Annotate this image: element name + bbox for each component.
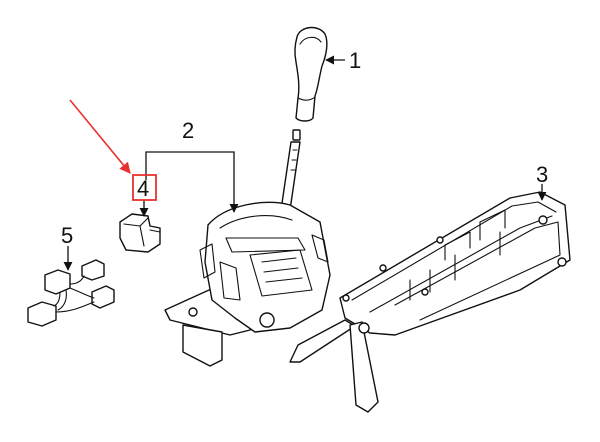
console-bracket-part[interactable] <box>289 191 571 413</box>
callout-1: 1 <box>349 48 361 73</box>
callout-leaders <box>63 55 547 271</box>
shift-switch-part[interactable] <box>119 213 161 253</box>
callout-3: 3 <box>536 162 548 187</box>
highlight-arrow <box>69 99 131 174</box>
highlight-box <box>132 174 157 201</box>
wiring-harness-part[interactable] <box>27 259 115 327</box>
callout-5: 5 <box>61 223 73 248</box>
leader-2 <box>145 151 239 213</box>
callout-4: 4 <box>137 176 149 201</box>
callout-2: 2 <box>182 118 194 143</box>
shift-knob-part[interactable] <box>294 26 328 122</box>
shifter-assembly-part[interactable] <box>164 201 331 367</box>
shift-lever-shaft <box>280 129 301 211</box>
